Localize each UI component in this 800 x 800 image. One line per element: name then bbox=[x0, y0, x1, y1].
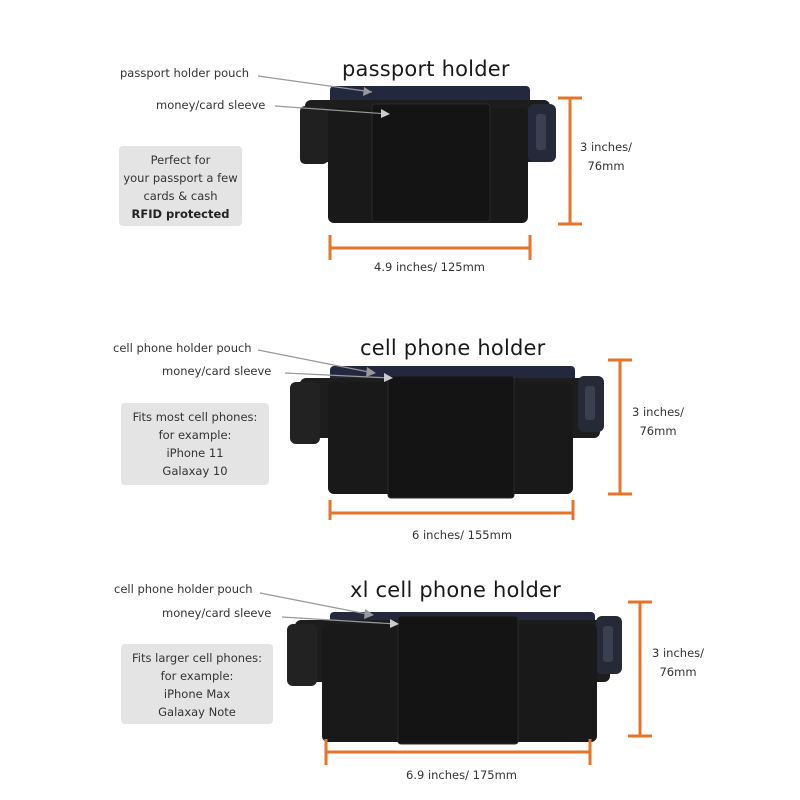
info-line: Perfect for bbox=[150, 153, 211, 167]
info-line: Fits larger cell phones: bbox=[132, 651, 262, 665]
xl-cell-phone-holder-image bbox=[259, 592, 652, 765]
width-label: 6 inches/ 155mm bbox=[412, 528, 513, 542]
sleeve-label: money/card sleeve bbox=[156, 98, 266, 112]
cell-phone-holder-image bbox=[257, 349, 632, 520]
info-line: iPhone 11 bbox=[166, 446, 224, 460]
height-label-line: 3 inches/ bbox=[632, 405, 685, 419]
info-line: for example: bbox=[160, 669, 234, 683]
info-box: Fits larger cell phones: for example: iP… bbox=[121, 644, 273, 724]
height-label-line: 76mm bbox=[587, 159, 625, 173]
product-panel-passport: passport holder passport holder pouch mo… bbox=[0, 0, 800, 274]
info-line: Galaxay 10 bbox=[162, 464, 228, 478]
info-line: Galaxay Note bbox=[158, 705, 236, 719]
height-label-line: 3 inches/ bbox=[580, 140, 633, 154]
info-box: Fits most cell phones: for example: iPho… bbox=[121, 403, 269, 485]
info-line: Fits most cell phones: bbox=[132, 410, 258, 424]
width-label: 6.9 inches/ 175mm bbox=[406, 768, 517, 782]
height-label-line: 76mm bbox=[639, 424, 677, 438]
height-label: 3 inches/ 76mm bbox=[652, 644, 704, 682]
pouch-label: cell phone holder pouch bbox=[113, 341, 252, 355]
passport-holder-image bbox=[257, 75, 582, 260]
rfid-label: RFID protected bbox=[131, 207, 230, 221]
product-title: passport holder bbox=[342, 57, 510, 81]
info-box: Perfect for your passport a few cards & … bbox=[119, 146, 242, 226]
sleeve-label: money/card sleeve bbox=[162, 606, 272, 620]
info-line: for example: bbox=[158, 428, 232, 442]
info-line: iPhone Max bbox=[163, 687, 231, 701]
height-label: 3 inches/ 76mm bbox=[632, 403, 684, 441]
info-line: your passport a few bbox=[123, 171, 238, 185]
info-line: cards & cash bbox=[143, 189, 218, 203]
height-label-line: 3 inches/ bbox=[652, 646, 705, 660]
sleeve-label: money/card sleeve bbox=[162, 364, 272, 378]
product-title: xl cell phone holder bbox=[350, 578, 562, 602]
product-panel-xl-cell-phone: xl cell phone holder cell phone holder p… bbox=[0, 520, 800, 782]
pouch-label: cell phone holder pouch bbox=[114, 582, 253, 596]
height-label-line: 76mm bbox=[659, 665, 697, 679]
pouch-label: passport holder pouch bbox=[120, 66, 250, 80]
product-title: cell phone holder bbox=[360, 336, 546, 360]
width-label: 4.9 inches/ 125mm bbox=[374, 260, 485, 274]
product-panel-cell-phone: cell phone holder cell phone holder pouc… bbox=[0, 260, 800, 542]
height-label: 3 inches/ 76mm bbox=[580, 138, 632, 176]
